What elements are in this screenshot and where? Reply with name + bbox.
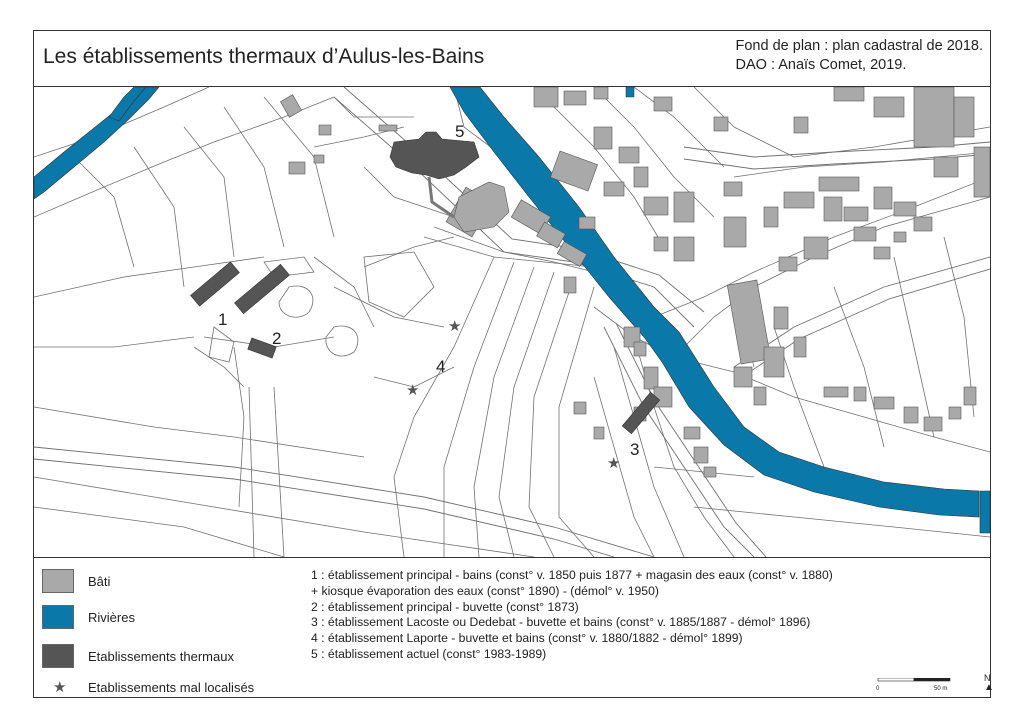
map-canvas: ★ ★ ★ 1 2 3 4 5 <box>34 87 990 557</box>
site-labels: 1 2 3 4 5 <box>218 122 639 459</box>
north-arrow: N ▲ <box>984 673 994 693</box>
scale-start: 0 <box>876 686 880 692</box>
river-west <box>34 87 160 200</box>
star-marker: ★ <box>448 317 461 335</box>
legend-item-etablissements <box>42 644 74 668</box>
note-line: 3 : établissement Lacoste ou Dedebat - b… <box>311 615 811 630</box>
parcel-lines <box>34 87 990 557</box>
star-icon: ★ <box>53 679 67 696</box>
legend-label-etablissements: Etablissements thermaux <box>88 649 234 664</box>
thermal-establishment-5 <box>389 131 510 233</box>
cadastral-map: ★ ★ ★ 1 2 3 4 5 <box>34 87 990 557</box>
star-marker: ★ <box>607 454 620 472</box>
map-frame <box>33 30 991 698</box>
credit-author: DAO : Anaïs Comet, 2019. <box>735 57 907 73</box>
legend-label-rivieres: Rivières <box>88 610 135 625</box>
note-line: + kiosque évaporation des eaux (const° 1… <box>311 583 659 598</box>
buildings <box>280 87 990 478</box>
river-west-branch <box>108 87 147 122</box>
note-line: 2 : établissement principal - buvette (c… <box>311 599 579 614</box>
scale-bar: 0 50 m <box>876 678 951 692</box>
note-line: 5 : établissement actuel (const° 1983-19… <box>311 646 547 661</box>
rivers <box>34 87 990 534</box>
map-credits: Fond de plan : plan cadastral de 2018. D… <box>736 37 983 75</box>
map-header: Les établissements thermaux d’Aulus-les-… <box>33 30 991 87</box>
label-2: 2 <box>272 329 281 348</box>
star-marker: ★ <box>406 381 419 399</box>
credit-basemap: Fond de plan : plan cadastral de 2018. <box>735 38 983 54</box>
uncertain-locations: ★ ★ ★ <box>406 317 620 472</box>
note-line: 4 : établissement Laporte - buvette et b… <box>311 631 743 646</box>
legend: Bâti Rivières Etablissements thermaux ★ … <box>34 557 994 698</box>
legend-item-bati <box>42 569 74 593</box>
swatch-bati <box>42 569 74 593</box>
legend-label-bati: Bâti <box>88 574 111 589</box>
legend-item-rivieres <box>42 605 74 629</box>
river-main <box>449 87 980 518</box>
label-3: 3 <box>630 440 639 459</box>
map-title: Les établissements thermaux d’Aulus-les-… <box>43 45 485 68</box>
thermal-establishments <box>190 261 661 435</box>
scale-end: 50 m <box>934 686 947 692</box>
north-arrow-icon: ▲ <box>984 682 994 693</box>
legend-label-mal-localises: Etablissements mal localisés <box>88 680 255 695</box>
stream-north <box>625 87 635 98</box>
label-5: 5 <box>455 122 464 141</box>
establishment-notes: 1 : établissement principal - bains (con… <box>311 568 833 663</box>
note-line: 1 : établissement principal - bains (con… <box>311 568 833 582</box>
river-east-stub <box>979 490 990 534</box>
swatch-etablissements <box>42 644 74 668</box>
north-label: N <box>984 673 991 683</box>
label-4: 4 <box>436 357 445 376</box>
swatch-rivieres <box>42 605 74 629</box>
label-1: 1 <box>218 310 227 329</box>
